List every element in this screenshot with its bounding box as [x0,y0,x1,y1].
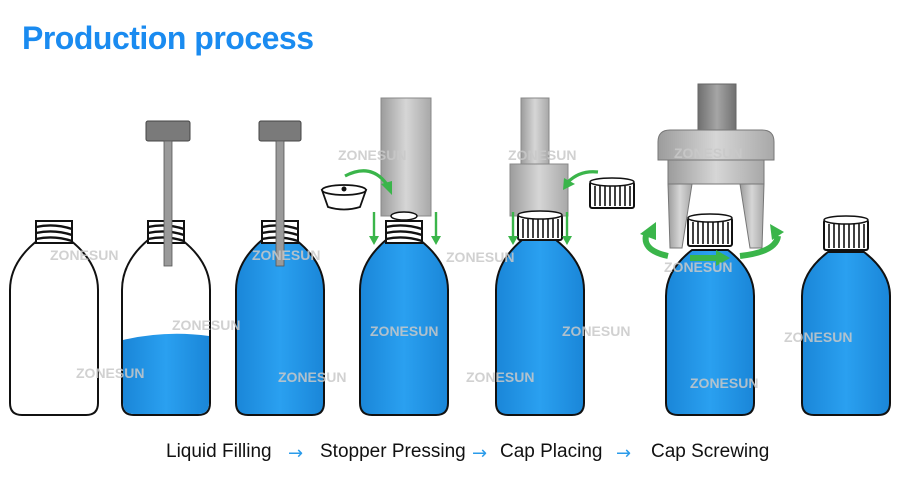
watermark: ZONESUN [338,147,406,163]
step-liquid-filling: Liquid Filling [166,441,272,462]
watermark: ZONESUN [50,247,118,263]
watermark: ZONESUN [664,259,732,275]
watermark: ZONESUN [252,247,320,263]
process-steps: Liquid Filling → Stopper Pressing → Cap … [0,441,900,471]
bottle-filled [235,120,325,416]
watermarks: ZONESUN ZONESUN ZONESUN ZONESUN ZONESUN … [50,145,852,391]
watermark: ZONESUN [76,365,144,381]
arrow-right-icon: → [616,443,632,464]
page-title: Production process [22,20,314,56]
arrow-right-icon: → [472,443,488,464]
bottle-cap-placing [495,97,635,416]
bottle-cap-screwing [640,83,784,416]
bottle-empty [9,220,99,416]
watermark: ZONESUN [784,329,852,345]
step-stopper-pressing: Stopper Pressing [320,441,466,462]
step-cap-screwing: Cap Screwing [651,441,770,462]
watermark: ZONESUN [370,323,438,339]
watermark: ZONESUN [446,249,514,265]
watermark: ZONESUN [508,147,576,163]
watermark: ZONESUN [466,369,534,385]
arrow-right-icon: → [288,443,304,464]
watermark: ZONESUN [562,323,630,339]
watermark: ZONESUN [278,369,346,385]
bottle-finished [801,215,891,416]
step-cap-placing: Cap Placing [500,441,603,462]
watermark: ZONESUN [674,145,742,161]
bottle-stopper-pressing [320,97,449,416]
watermark: ZONESUN [690,375,758,391]
watermark: ZONESUN [172,317,240,333]
bottle-filling [121,120,211,416]
